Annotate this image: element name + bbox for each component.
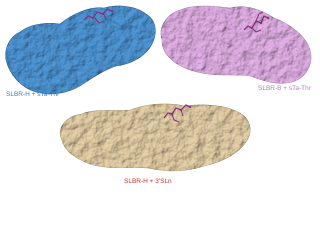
surface-slbr-h-3sln <box>60 103 251 172</box>
surface-slbr-b-sta-thr <box>160 5 312 84</box>
surface-slbr-h-sta-thr <box>5 5 156 95</box>
ligand-sticks-c <box>163 104 192 123</box>
panel-label-slbr-h-sta-thr: SLBR-H + sTa-Thr <box>6 91 60 98</box>
protein-surface-figure <box>5 5 312 172</box>
ligand-sticks-a <box>83 8 114 24</box>
ligand-sticks-b <box>243 11 270 33</box>
panel-label-slbr-b-sta-thr: SLBR-B + sTa-Thr <box>258 85 311 92</box>
panel-label-slbr-h-3sln: SLBR-H + 3'SLn <box>124 178 172 185</box>
